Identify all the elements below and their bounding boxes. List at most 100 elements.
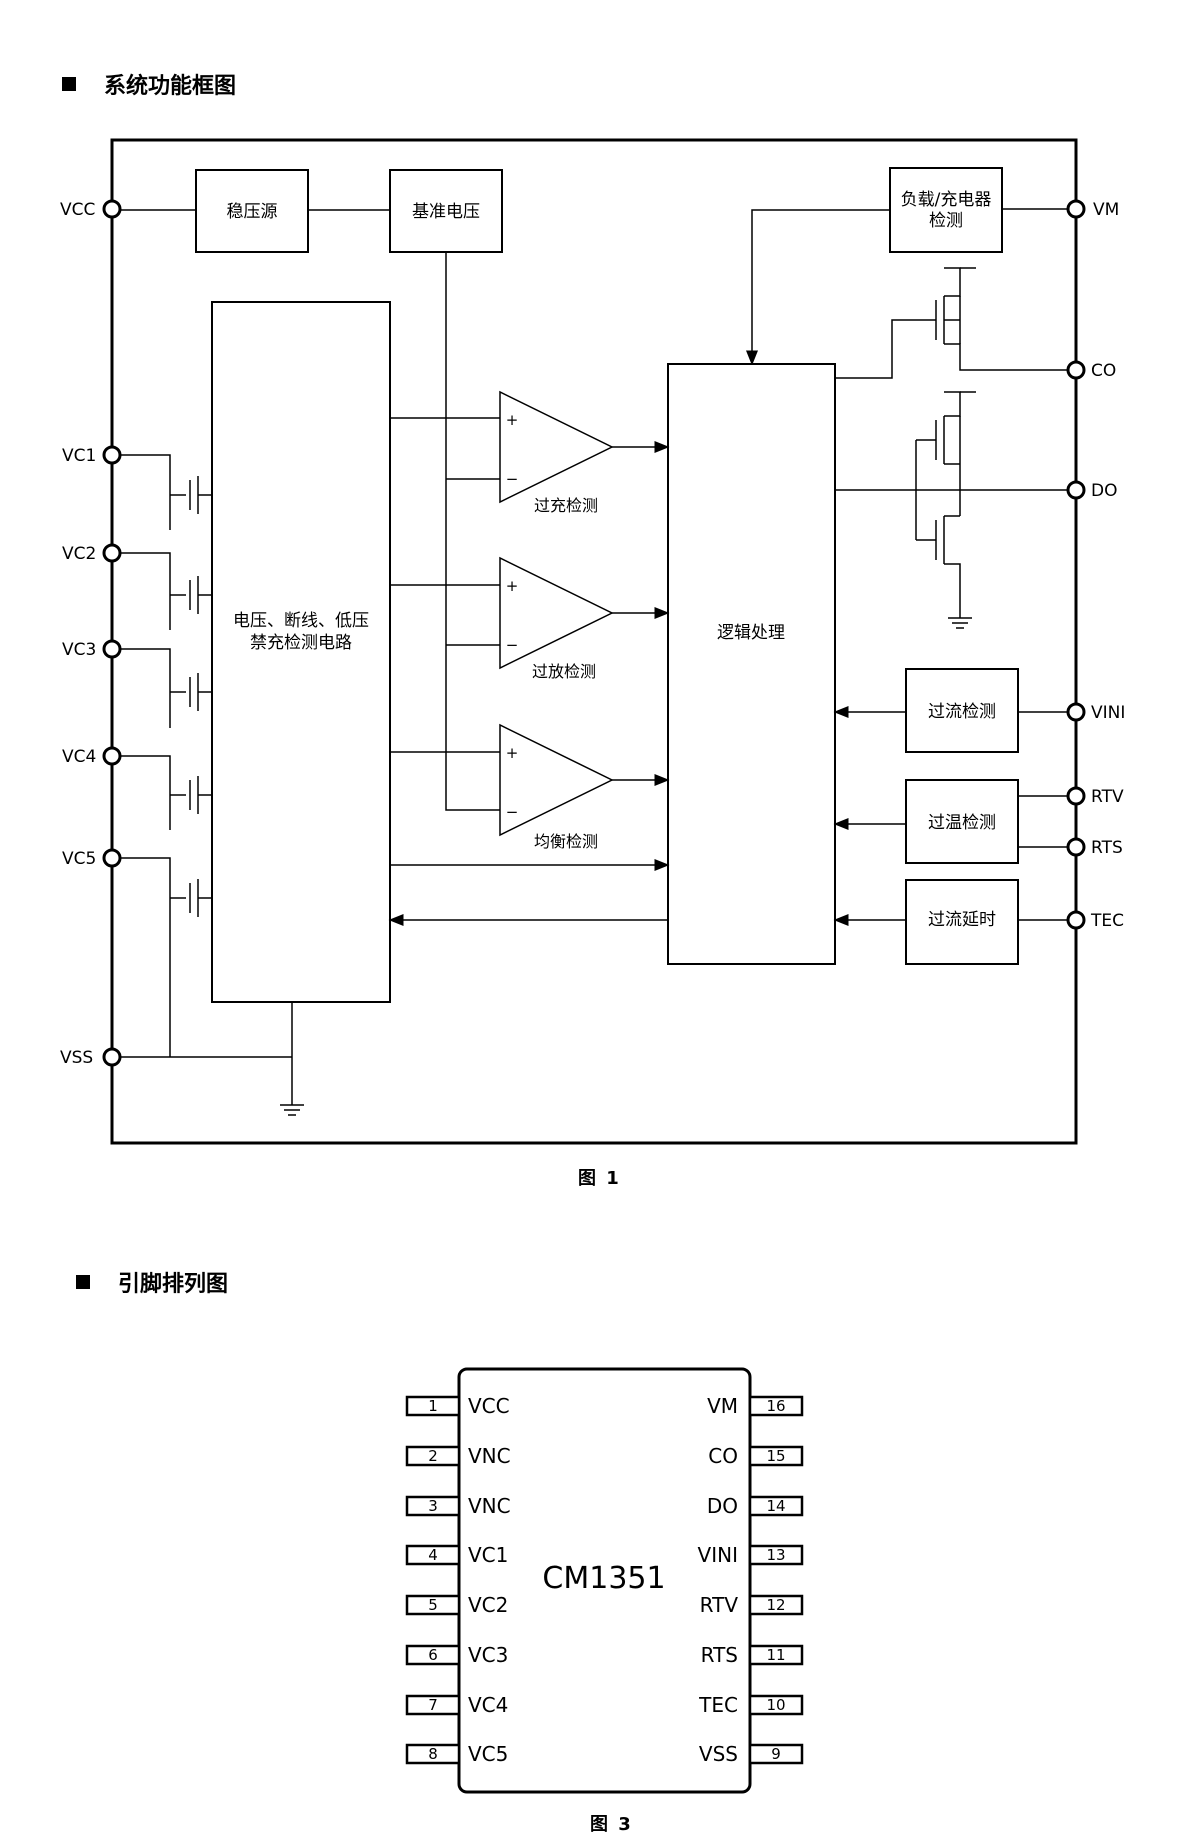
pin-2-name: VNC xyxy=(468,1444,511,1468)
cell-switch-ladder xyxy=(112,454,212,1057)
pin-6-name: VC3 xyxy=(468,1643,508,1667)
pin-label-vc5: VC5 xyxy=(62,849,96,869)
pin-8 xyxy=(405,1743,461,1765)
do-mosfet xyxy=(835,391,1076,629)
section-title-text: 引脚排列图 xyxy=(118,1272,229,1297)
right-pins: VM CO DO VINI RTV RTS TEC xyxy=(1066,199,1125,931)
pin-label-vini: VINI xyxy=(1091,703,1125,723)
balance-label: 均衡检测 xyxy=(534,832,598,851)
comparator-overdischarge: + − 过放检测 xyxy=(390,556,670,681)
svg-text:3: 3 xyxy=(428,1497,438,1515)
figure-3-caption: 图 3 xyxy=(590,1814,633,1835)
svg-text:15: 15 xyxy=(766,1447,785,1465)
pin-label-rts: RTS xyxy=(1091,838,1123,858)
svg-text:−: − xyxy=(506,636,519,654)
svg-text:4: 4 xyxy=(428,1546,438,1564)
pin-16-name: VM xyxy=(707,1394,738,1418)
pin-1-name: VCC xyxy=(468,1394,510,1418)
svg-text:+: + xyxy=(506,577,519,595)
co-mosfet xyxy=(835,267,1076,379)
svg-text:+: + xyxy=(506,411,519,429)
pin-15 xyxy=(748,1445,804,1467)
voltage-detect-circuit-block xyxy=(211,301,391,1003)
load-charger-detect-block xyxy=(889,167,1003,253)
pin-3-name: VNC xyxy=(468,1494,511,1518)
bullet-square-icon xyxy=(62,77,76,91)
pin-4 xyxy=(405,1544,461,1566)
chip-body xyxy=(457,1367,752,1794)
pin-15-name: CO xyxy=(708,1444,738,1468)
pin-1 xyxy=(405,1395,461,1417)
pin-label-vc3: VC3 xyxy=(62,640,96,660)
svg-text:10: 10 xyxy=(766,1696,785,1714)
overdischarge-label: 过放检测 xyxy=(532,662,596,681)
pin-label-do: DO xyxy=(1091,481,1117,501)
pin-10-name: TEC xyxy=(698,1693,738,1717)
svg-text:7: 7 xyxy=(428,1696,438,1714)
pin-12-name: RTV xyxy=(700,1593,739,1617)
chip-left-pins: 1 VCC 2 VNC 3 VNC 4 VC1 5 VC2 6 VC3 7 VC… xyxy=(405,1394,511,1766)
svg-text:过温检测: 过温检测 xyxy=(928,813,996,833)
pin-11-name: RTS xyxy=(701,1643,738,1667)
reference-label: 基准电压 xyxy=(412,202,480,222)
pin-7-name: VC4 xyxy=(468,1693,508,1717)
pin-label-vc1: VC1 xyxy=(62,446,96,466)
svg-text:12: 12 xyxy=(766,1596,785,1614)
comparator-balance: + − 均衡检测 xyxy=(390,723,670,851)
pin-label-vss: VSS xyxy=(60,1048,93,1068)
svg-text:−: − xyxy=(506,803,519,821)
pin-4-name: VC1 xyxy=(468,1543,508,1567)
pin-10 xyxy=(748,1694,804,1716)
pin-9-name: VSS xyxy=(699,1742,738,1766)
pin-label-vm: VM xyxy=(1093,200,1119,220)
pin-7 xyxy=(405,1694,461,1716)
overcharge-label: 过充检测 xyxy=(534,496,598,515)
pin-5-name: VC2 xyxy=(468,1593,508,1617)
regulator-label: 稳压源 xyxy=(227,202,278,222)
detect-circuit-label-line2: 禁充检测电路 xyxy=(250,633,352,653)
pin-8-name: VC5 xyxy=(468,1742,508,1766)
svg-text:11: 11 xyxy=(766,1646,785,1664)
svg-text:−: − xyxy=(506,470,519,488)
svg-text:5: 5 xyxy=(428,1596,438,1614)
pin-label-vc2: VC2 xyxy=(62,544,96,564)
pin-5 xyxy=(405,1594,461,1616)
section-heading-pinout: 引脚排列图 xyxy=(76,1266,228,1298)
detect-circuit-label-line1: 电压、断线、低压 xyxy=(233,611,369,631)
pin-label-vc4: VC4 xyxy=(62,747,96,767)
pin-16 xyxy=(748,1395,804,1417)
pin-9 xyxy=(748,1743,804,1765)
overcurrent-detect-block xyxy=(905,668,1019,753)
svg-text:14: 14 xyxy=(766,1497,785,1515)
load-detect-label-line2: 检测 xyxy=(929,211,963,231)
overcurrent-delay-block xyxy=(905,879,1019,965)
pin-label-co: CO xyxy=(1091,361,1116,381)
pin-2 xyxy=(405,1445,461,1467)
svg-text:13: 13 xyxy=(766,1546,785,1564)
block-diagram: 稳压源 基准电压 负载/充电器 检测 电压、断线、低压 禁充检测电路 逻辑处理 … xyxy=(60,138,1125,1145)
svg-text:过流检测: 过流检测 xyxy=(928,702,996,722)
pin-label-tec: TEC xyxy=(1090,911,1124,931)
svg-text:16: 16 xyxy=(766,1397,785,1415)
svg-text:8: 8 xyxy=(428,1745,438,1763)
comparator-overcharge: + − 过充检测 xyxy=(390,390,670,515)
section-title-text: 系统功能框图 xyxy=(104,74,237,99)
regulator-block xyxy=(195,169,309,253)
chip-name: CM1351 xyxy=(542,1561,665,1596)
overtemp-detect-block xyxy=(905,779,1019,864)
pin-13-name: VINI xyxy=(698,1543,738,1567)
pin-12 xyxy=(748,1594,804,1616)
svg-text:+: + xyxy=(506,744,519,762)
load-detect-label-line1: 负载/充电器 xyxy=(901,190,992,210)
svg-text:6: 6 xyxy=(428,1646,438,1664)
ground-symbol xyxy=(280,1104,304,1116)
pin-3 xyxy=(405,1495,461,1517)
figure-1-caption: 图 1 xyxy=(578,1168,621,1189)
svg-text:9: 9 xyxy=(771,1745,781,1763)
pin-6 xyxy=(405,1644,461,1666)
pin-13 xyxy=(748,1544,804,1566)
pin-11 xyxy=(748,1644,804,1666)
bullet-square-icon xyxy=(76,1275,90,1289)
logic-block xyxy=(667,363,836,965)
section-heading-block-diagram: 系统功能框图 xyxy=(62,68,236,100)
